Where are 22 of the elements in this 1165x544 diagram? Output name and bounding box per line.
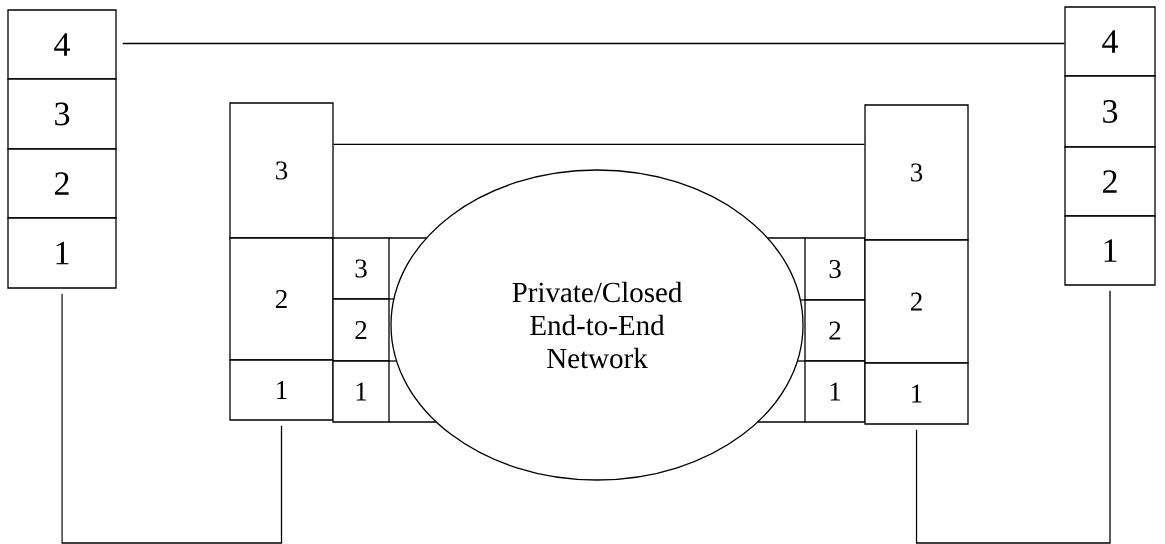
layer-cell: 2 (7, 148, 117, 219)
layer-cell: 1 (864, 362, 969, 425)
layer-cell: 1 (7, 217, 117, 289)
connector-line (915, 290, 1111, 544)
layer-cell: 1 (332, 360, 390, 423)
layer-cell: 4 (1064, 6, 1156, 77)
layer-cell: 4 (7, 9, 117, 80)
layer-cell: 2 (332, 298, 390, 362)
connector-line (122, 42, 1065, 45)
layer-cell: 1 (804, 360, 866, 423)
layer-cell: 3 (229, 102, 334, 239)
layer-cell: 3 (7, 78, 117, 150)
layer-cell: 2 (1064, 146, 1156, 217)
layer-cell: 1 (229, 359, 334, 421)
layer-cell: 3 (864, 104, 969, 241)
layer-cell: 3 (804, 237, 866, 301)
layer-cell: 2 (804, 299, 866, 362)
layer-cell: 3 (332, 237, 390, 300)
connector-line (333, 143, 865, 145)
connector-line (61, 293, 283, 544)
layer-cell: 3 (1064, 75, 1156, 148)
layer-cell: 1 (1064, 215, 1156, 286)
